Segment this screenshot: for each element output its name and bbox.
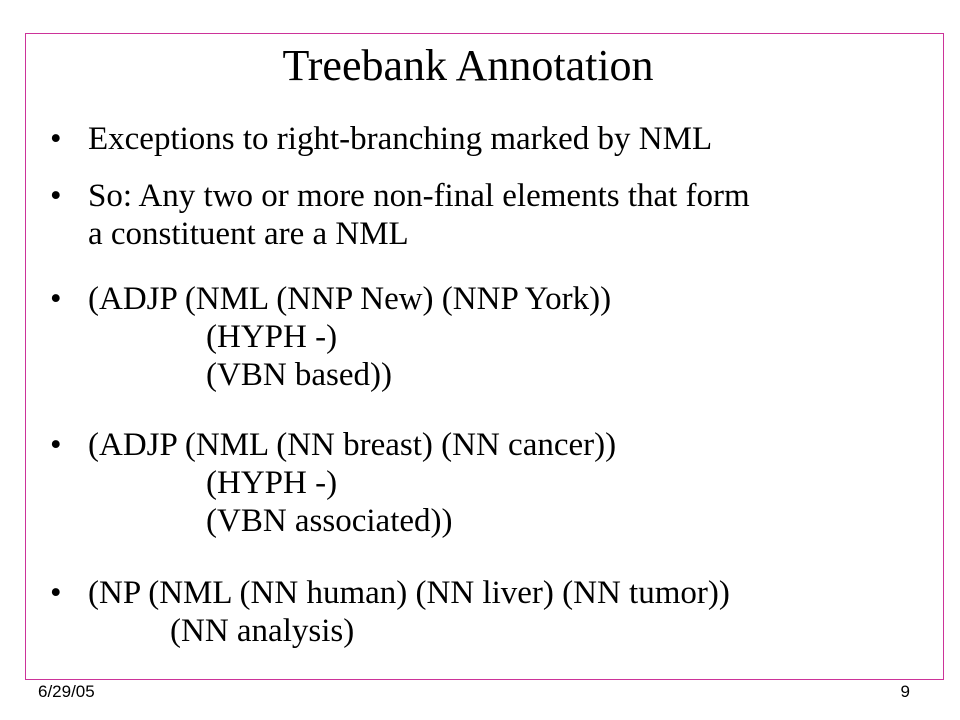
bullet-line: (HYPH -) xyxy=(206,465,338,501)
bullet-line: (ADJP (NML (NN breast) (NN cancer)) xyxy=(88,427,617,463)
bullet-line: (VBN associated)) xyxy=(206,503,453,539)
bullet-marker: • xyxy=(50,121,62,157)
bullet-line: (HYPH -) xyxy=(206,319,338,355)
bullet-text: So: Any two or more non-final elements t… xyxy=(88,177,750,253)
slide-title: Treebank Annotation xyxy=(282,41,654,90)
footer-date: 6/29/05 xyxy=(38,682,95,701)
bullet-text: (ADJP (NML (NNP New) (NNP York)) (HYPH -… xyxy=(88,280,611,394)
bullet-marker: • xyxy=(50,281,62,317)
bullet-text: Exceptions to right-branching marked by … xyxy=(88,120,712,158)
bullet-line: So: Any two or more non-final elements t… xyxy=(88,178,750,214)
bullet-line: Exceptions to right-branching marked by … xyxy=(88,121,713,157)
bullet-line: (NN analysis) xyxy=(170,613,355,649)
bullet-text: (ADJP (NML (NN breast) (NN cancer)) (HYP… xyxy=(88,426,616,540)
bullet-line: (NP (NML (NN human) (NN liver) (NN tumor… xyxy=(88,575,730,611)
bullet-marker: • xyxy=(50,427,62,463)
slide-number: 9 xyxy=(900,682,910,701)
bullet-text: (NP (NML (NN human) (NN liver) (NN tumor… xyxy=(88,574,730,650)
slide-border xyxy=(25,33,944,680)
bullet-line: (ADJP (NML (NNP New) (NNP York)) xyxy=(88,281,612,317)
bullet-marker: • xyxy=(50,575,62,611)
bullet-line: (VBN based)) xyxy=(206,357,393,393)
bullet-line: a constituent are a NML xyxy=(88,216,409,252)
bullet-marker: • xyxy=(50,178,62,214)
